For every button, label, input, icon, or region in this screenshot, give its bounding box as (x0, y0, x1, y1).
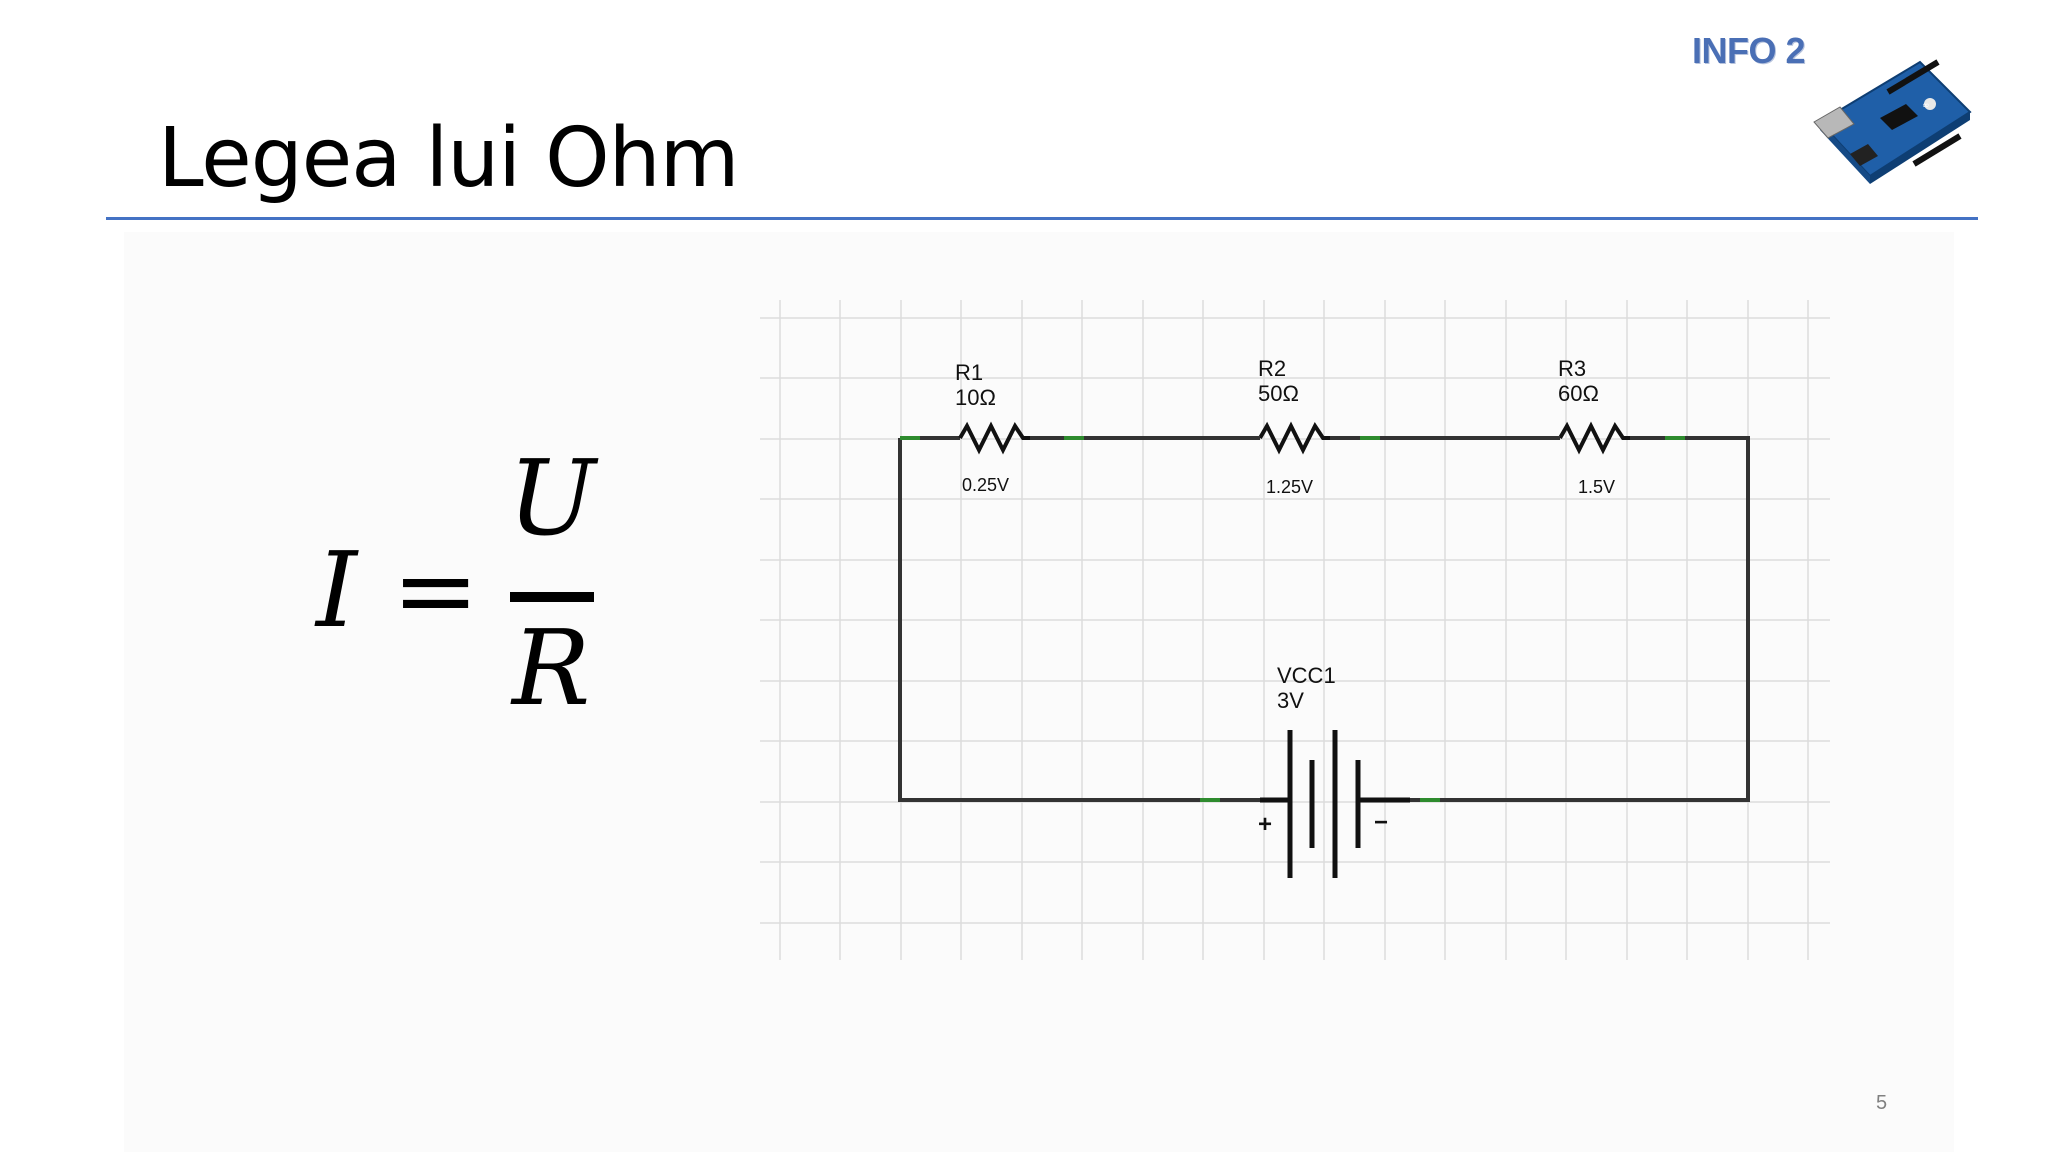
r3-voltage: 1.5V (1578, 477, 1615, 497)
r1-value: 10Ω (955, 385, 996, 410)
formula-current: I (316, 529, 358, 651)
battery-plus-sign: + (1258, 811, 1272, 838)
ohms-law-formula: I = U R (300, 440, 620, 730)
battery-minus-sign: − (1374, 809, 1388, 836)
resistor-r3: R3 60Ω 1.5V (1500, 356, 1630, 497)
svg-text:∞: ∞ (1922, 101, 1930, 111)
slide-title: Legea lui Ohm (158, 111, 739, 206)
circuit-schematic: R1 10Ω 0.25V R2 50Ω 1.25V R3 60Ω 1.5V VC… (760, 300, 1830, 960)
circuit-wires (898, 436, 1750, 802)
r1-voltage: 0.25V (962, 475, 1009, 495)
r2-value: 50Ω (1258, 381, 1299, 406)
title-underline (106, 217, 1978, 220)
formula-equals: = (392, 529, 480, 651)
fraction-bar (510, 592, 594, 602)
page-number: 5 (1876, 1092, 1888, 1114)
formula-resistance: R (512, 607, 591, 729)
r3-name: R3 (1558, 356, 1586, 381)
r2-voltage: 1.25V (1266, 477, 1313, 497)
arduino-board-icon: ∞ (1813, 59, 1972, 184)
resistor-r2: R2 50Ω 1.25V (1200, 356, 1330, 497)
battery-name: VCC1 (1277, 663, 1336, 688)
formula-voltage: U (508, 437, 596, 559)
r2-name: R2 (1258, 356, 1286, 381)
battery-value: 3V (1277, 688, 1304, 713)
battery-vcc1: VCC1 3V + − (1258, 663, 1410, 878)
content-area (124, 232, 1954, 1152)
brand-label: INFO 2 (1692, 30, 1806, 71)
r3-value: 60Ω (1558, 381, 1599, 406)
r1-name: R1 (955, 360, 983, 385)
resistor-r1: R1 10Ω 0.25V (955, 360, 1030, 495)
